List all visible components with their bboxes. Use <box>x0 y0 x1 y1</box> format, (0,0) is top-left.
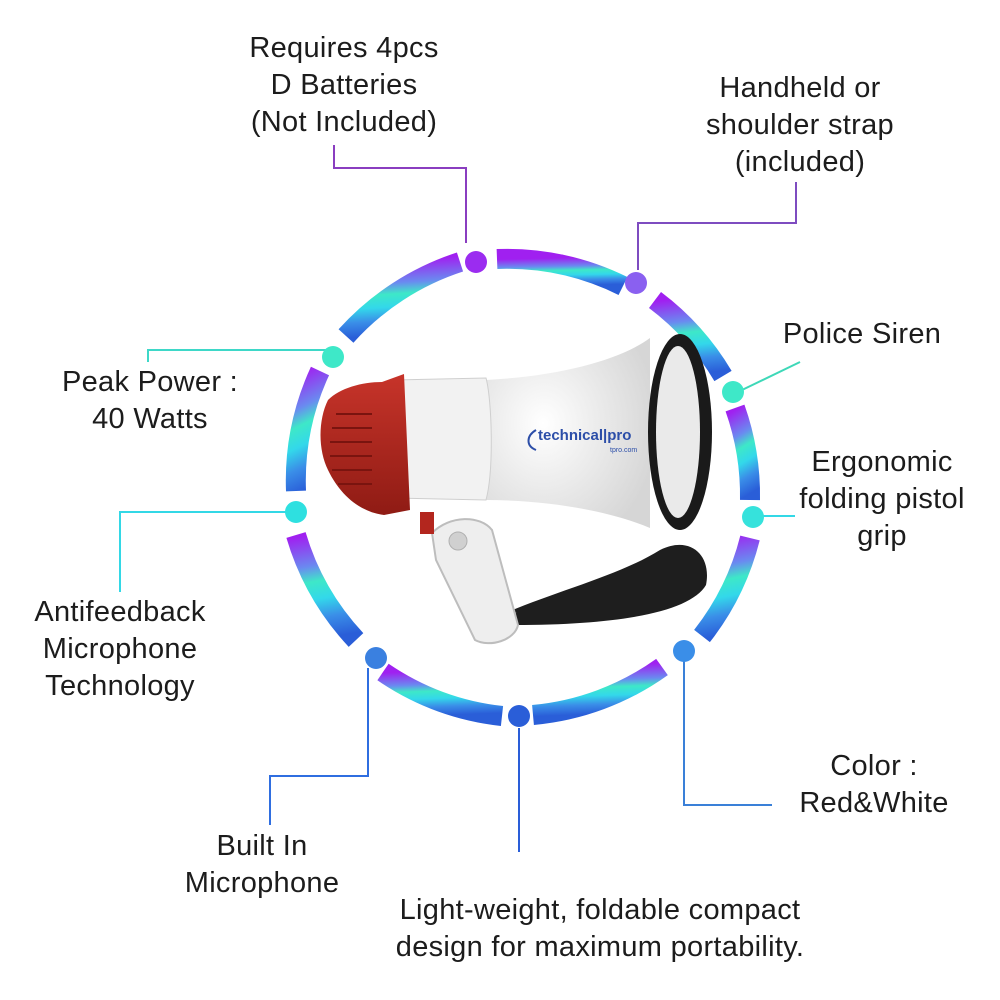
feature-line: shoulder strap <box>706 109 894 141</box>
ring-dot <box>673 640 695 662</box>
callout-line-color <box>683 660 772 806</box>
feature-line: 40 Watts <box>92 403 208 435</box>
pistol-grip <box>430 518 520 645</box>
ring-arc <box>725 404 761 501</box>
megaphone-body <box>393 377 492 501</box>
callout-line-power <box>147 349 331 362</box>
ring-dot <box>285 501 307 523</box>
feature-strap: Handheld or shoulder strap (included) <box>680 70 920 181</box>
brand-logo-sub: tpro.com <box>610 447 637 454</box>
ring-dot <box>365 647 387 669</box>
ring-arc <box>338 252 464 343</box>
feature-line: Police Siren <box>782 318 942 350</box>
feature-antifeedback: Antifeedback Microphone Technology <box>10 594 230 705</box>
feature-microphone: Built In Microphone <box>160 828 364 902</box>
ring-dots <box>285 251 764 727</box>
logo-swoosh-icon <box>527 429 537 451</box>
megaphone-product-image: technical|pro tpro.com <box>320 334 712 645</box>
feature-line: Red&White <box>799 787 949 819</box>
feature-color: Color : Red&White <box>776 748 972 822</box>
horn-bell <box>486 338 650 528</box>
ring-arc <box>531 658 668 725</box>
feature-grip: Ergonomic folding pistol grip <box>776 444 988 555</box>
ring-arc <box>285 366 330 492</box>
feature-line: Light-weight, foldable compact <box>399 894 801 926</box>
ring-dot <box>322 346 344 368</box>
ring-arc <box>377 663 504 726</box>
callout-line-strap <box>637 182 797 270</box>
ring-arc <box>496 248 628 296</box>
feature-line: Handheld or <box>719 72 881 104</box>
feature-line: Ergonomic <box>811 446 953 478</box>
feature-ring <box>285 248 761 726</box>
ring-arc <box>648 292 732 382</box>
feature-power: Peak Power : 40 Watts <box>44 364 256 438</box>
shoulder-strap <box>508 544 707 625</box>
feature-line: Peak Power : <box>61 366 239 398</box>
feature-line: design for maximum portability. <box>395 931 805 963</box>
ring-dot <box>625 272 647 294</box>
callout-line-siren <box>741 361 801 391</box>
feature-batteries: Requires 4pcs D Batteries (Not Included) <box>214 30 474 141</box>
feature-line: Microphone <box>42 633 198 665</box>
callout-line-antifeedback <box>119 511 288 592</box>
ring-dot <box>722 381 744 403</box>
feature-line: Technology <box>45 670 195 702</box>
callout-line-microphone <box>269 668 369 825</box>
feature-line: Built In <box>216 830 308 862</box>
ring-dot <box>508 705 530 727</box>
feature-line: Requires 4pcs <box>249 32 439 64</box>
feature-line: (Not Included) <box>250 106 438 138</box>
feature-line: D Batteries <box>270 69 418 101</box>
feature-siren: Police Siren <box>764 316 960 353</box>
brand-logo: technical|pro <box>538 427 631 444</box>
feature-line: grip <box>857 520 907 552</box>
ring-dot <box>465 251 487 273</box>
ring-dot <box>742 506 764 528</box>
feature-line: Microphone <box>184 867 340 899</box>
feature-line: (included) <box>734 146 866 178</box>
ring-arc <box>286 532 364 647</box>
feature-portability: Light-weight, foldable compact design fo… <box>340 892 860 966</box>
siren-cap <box>320 374 410 515</box>
feature-line: Antifeedback <box>34 596 206 628</box>
feature-line: folding pistol <box>799 483 965 515</box>
ring-arc <box>694 535 760 643</box>
feature-line: Color : <box>830 750 918 782</box>
callout-line-batteries <box>333 145 467 243</box>
